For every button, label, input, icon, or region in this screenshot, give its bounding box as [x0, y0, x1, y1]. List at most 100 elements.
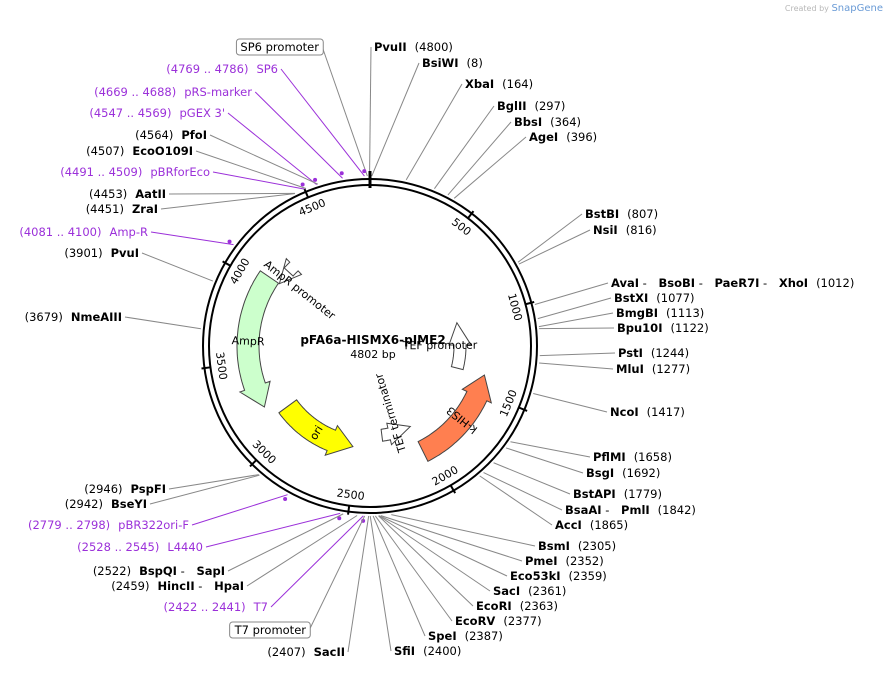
enzyme-name: BspQI: [139, 564, 177, 578]
site-coordinate: (2407): [267, 645, 305, 659]
site-label-text: AccI(1865): [555, 518, 628, 532]
site-label-text: (2459)HincII - HpaI: [111, 579, 244, 593]
label-leader-line: [321, 46, 368, 177]
enzyme-name: BsaAI: [565, 503, 602, 517]
label-leader-line: [505, 447, 584, 474]
site-label-right-22: Eco53kI(2359): [510, 569, 607, 583]
label-leader-line: [378, 515, 474, 607]
tick-mark: [222, 260, 231, 267]
enzyme-name: PspFI: [131, 482, 166, 496]
tick-label: 1000: [505, 292, 525, 322]
enzyme-name: SfiI: [394, 644, 415, 658]
enzyme-name: NmeAIII: [71, 310, 122, 324]
enzyme-name: SacII: [314, 645, 345, 659]
site-coordinate: (816): [626, 223, 657, 237]
enzyme-name: BstXI: [614, 291, 648, 305]
site-coordinate: (396): [566, 130, 597, 144]
primer-site-mark: [339, 171, 344, 176]
site-label-right-10: BmgBI(1113): [616, 306, 704, 320]
site-label-text: Bpu10I(1122): [617, 321, 709, 335]
tick-label: 4000: [227, 256, 252, 287]
site-label-text: Eco53kI(2359): [510, 569, 607, 583]
site-coordinate: (2359): [569, 569, 607, 583]
site-label-left-16: (2522)BspQI - SapI: [93, 564, 225, 578]
label-leader-line: [378, 515, 491, 592]
site-coordinate: (2352): [566, 554, 604, 568]
enzyme-name: PmeI: [525, 554, 558, 568]
site-coordinate: (4451): [86, 202, 124, 216]
enzyme-name: MluI: [616, 362, 644, 376]
enzyme-name: BstAPI: [573, 487, 616, 501]
site-coordinate: (4507): [86, 144, 124, 158]
primer-label-part: (4547 .. 4569): [89, 106, 171, 120]
site-label-left-2: (4669 .. 4688)pRS-marker: [94, 85, 252, 99]
label-leader-line: [483, 472, 563, 511]
site-coordinate: -: [195, 579, 206, 593]
primer-label-part: (4669 .. 4688): [94, 85, 176, 99]
tick-mark: [467, 210, 475, 219]
label-leader-line: [453, 136, 527, 199]
primer-label-part: (2528 .. 2545): [77, 540, 159, 554]
site-coordinate: -: [639, 276, 650, 290]
label-leader-line: [391, 514, 536, 547]
site-coordinate: (1417): [647, 405, 685, 419]
site-coordinate: (1865): [590, 518, 628, 532]
enzyme-name: EcoO109I: [132, 144, 193, 158]
primer-label-part: (4769 .. 4786): [166, 62, 248, 76]
site-coordinate: (2387): [465, 629, 503, 643]
enzyme-name: EcoRV: [455, 614, 495, 628]
enzyme-name: NsiI: [593, 223, 618, 237]
primer-site-mark: [227, 239, 232, 244]
label-leader-line: [124, 316, 201, 330]
site-label-text: XbaI(164): [465, 77, 533, 91]
site-coordinate: (2459): [111, 579, 149, 593]
plasmid-name: pFA6a-HISMX6-pIME2: [300, 333, 445, 347]
tick-label: 2500: [336, 486, 365, 503]
label-leader-line: [517, 213, 583, 263]
site-label-right-23: SacI(2361): [493, 584, 566, 598]
label-leader-line: [246, 515, 358, 587]
tick-mark: [518, 406, 528, 412]
site-label-right-14: NcoI (1417): [610, 405, 685, 419]
primer-label-part: (2422 .. 2441): [164, 600, 246, 614]
enzyme-name: PvuII: [374, 40, 407, 54]
site-label-text: (2946)PspFI: [84, 482, 166, 496]
enzyme-name: BmgBI: [616, 306, 658, 320]
site-label-text: (4081 .. 4100)Amp-R: [19, 225, 148, 239]
site-label-text: BstXI(1077): [614, 291, 695, 305]
label-leader-line: [308, 515, 366, 631]
site-label-right-12: PstI(1244): [618, 346, 689, 360]
label-leader-line: [150, 231, 234, 246]
enzyme-name: SpeI: [428, 629, 457, 643]
site-coordinate: (1122): [670, 321, 708, 335]
tick-mark: [201, 366, 211, 370]
site-label-right-25: EcoRV(2377): [455, 614, 542, 628]
site-labels: PvuII(4800)BsiWI(8)XbaI(164)BglII(297)Bb…: [19, 38, 854, 659]
feature-ampr-promoter-arrow: [278, 257, 303, 285]
site-label-text: PstI(1244): [618, 346, 689, 360]
watermark-prefix: Created by: [784, 4, 829, 13]
site-label-text: NcoI (1417): [610, 405, 685, 419]
site-label-text: (4507) EcoO109I: [86, 144, 193, 158]
site-label-right-20: BsmI(2305): [538, 539, 616, 553]
site-coordinate: (3679): [25, 310, 63, 324]
label-box: [229, 621, 311, 639]
label-leader-line: [371, 62, 420, 177]
enzyme-name: SapI: [196, 564, 225, 578]
label-leader-line: [270, 515, 364, 608]
site-label-left-18: (2422 .. 2441)T7: [164, 600, 268, 614]
enzyme-name: PflMI: [593, 450, 626, 464]
enzyme-name: AatII: [135, 187, 166, 201]
site-label-right-8: AvaI - BsoBI - PaeR7I - XhoI(1012): [611, 276, 854, 290]
feature-k-his3-arrow: [417, 374, 493, 462]
site-coordinate: (1842): [658, 503, 696, 517]
label-leader-line: [141, 252, 214, 282]
enzyme-name: BstBI: [585, 207, 619, 221]
site-label-text: BsmI(2305): [538, 539, 616, 553]
enzyme-name: NcoI: [610, 405, 639, 419]
primer-label-part: pBRforEco: [150, 165, 210, 179]
label-leader-line: [518, 229, 591, 265]
label-leader-line: [534, 282, 609, 305]
label-leader-line: [510, 441, 591, 458]
